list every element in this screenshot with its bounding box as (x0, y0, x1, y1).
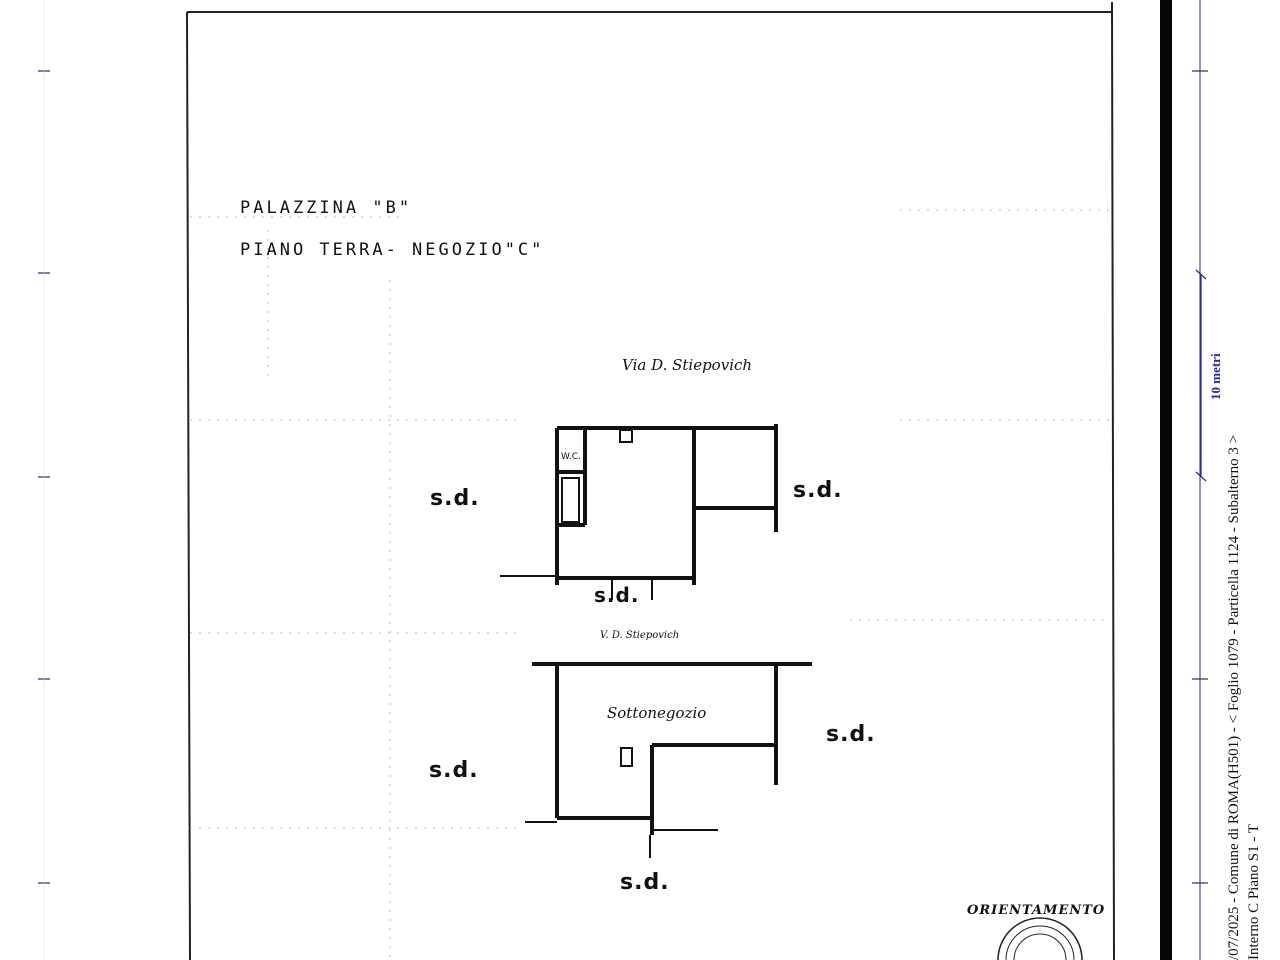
sd-bottom-upper: s.d. (594, 583, 640, 607)
sd-right-lower: s.d. (826, 722, 876, 747)
basement-label: Sottonegozio (607, 704, 707, 722)
sd-left-upper: s.d. (430, 486, 480, 511)
compass-icon (997, 917, 1083, 960)
street-label-top: Via D. Stiepovich (622, 356, 753, 374)
building-title: PALAZZINA "B" (240, 198, 413, 218)
cadastral-unit: Interno C Piano S1 - T (1246, 824, 1262, 960)
upper-plan (555, 424, 778, 585)
cadastral-reference: /07/2025 - Comune di ROMA(H501) - < Fogl… (1226, 434, 1242, 960)
wc-label: W.C. (561, 452, 581, 462)
grid-dots (190, 209, 1110, 960)
sd-left-lower: s.d. (429, 758, 479, 783)
street-label-lower: V. D. Stiepovich (600, 630, 680, 641)
floor-title: PIANO TERRA- NEGOZIO"C" (240, 240, 545, 260)
scale-bar (1195, 269, 1207, 482)
lower-plan (532, 662, 812, 835)
sd-right-upper: s.d. (793, 478, 843, 503)
scale-label: 10 metri (1208, 353, 1223, 400)
orientation-label: ORIENTAMENTO (967, 903, 1106, 918)
sd-bottom-lower: s.d. (620, 870, 670, 895)
